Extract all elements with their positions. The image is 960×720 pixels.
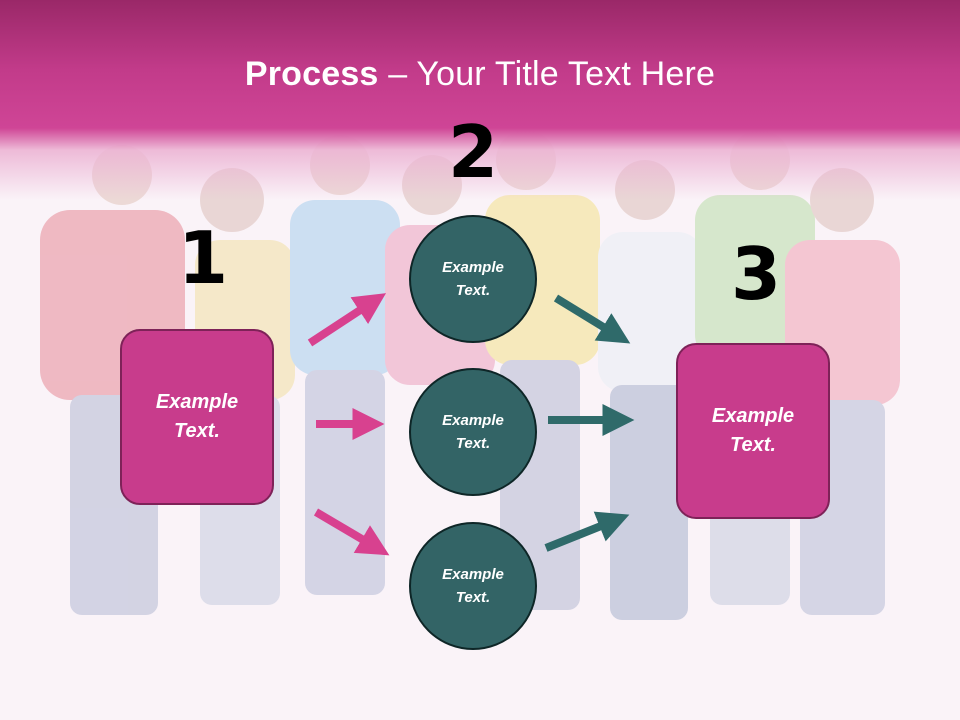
circle-middle-text: Example Text. <box>442 412 504 452</box>
header-band <box>0 0 960 200</box>
step-number-2: 2 <box>448 110 499 194</box>
step-number-1: 1 <box>178 216 229 300</box>
slide-title: Process – Your Title Text Here <box>0 52 960 96</box>
circle-middle[interactable]: Example Text. <box>409 368 537 496</box>
title-rest: – Your Title Text Here <box>378 55 716 93</box>
arrow-pink-up <box>307 293 387 347</box>
right-process-box[interactable]: Example Text. <box>676 343 830 519</box>
right-box-text: Example Text. <box>711 405 795 456</box>
left-process-box[interactable]: Example Text. <box>120 329 274 505</box>
title-strong: Process <box>244 55 379 93</box>
circle-top[interactable]: Example Text. <box>409 215 537 343</box>
arrow-pink-down <box>313 508 390 556</box>
arrow-teal-up <box>544 511 630 552</box>
step-number-3: 3 <box>731 232 782 316</box>
arrow-teal-down <box>553 294 631 344</box>
circle-top-text: Example Text. <box>442 259 504 299</box>
left-box-text: Example Text. <box>155 391 239 442</box>
circle-bottom[interactable]: Example Text. <box>409 522 537 650</box>
circle-bottom-text: Example Text. <box>442 566 504 606</box>
